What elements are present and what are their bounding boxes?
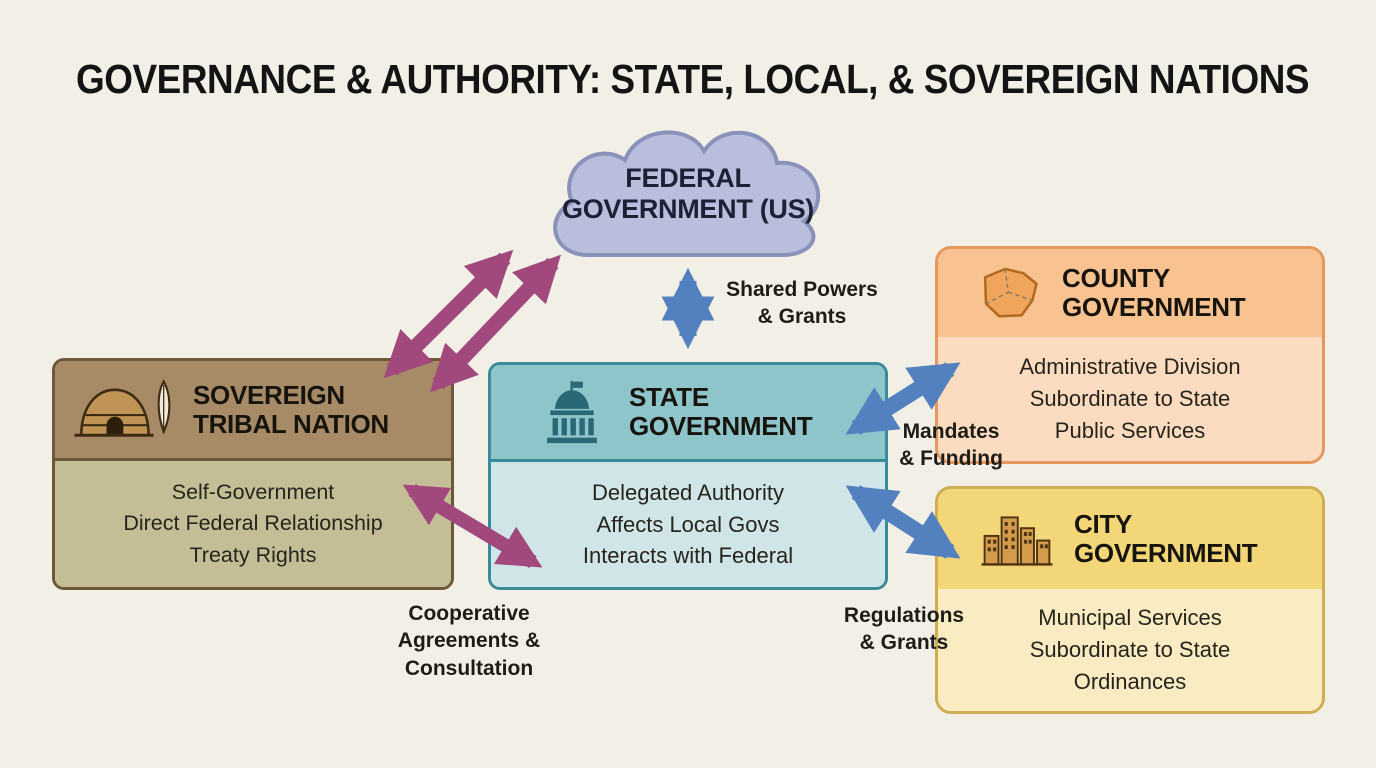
state-line: Delegated Authority [591, 479, 785, 505]
county-body: Administrative Division Subordinate to S… [938, 337, 1322, 461]
label-line: Shared Powers [726, 278, 878, 301]
label-line: & Grants [757, 305, 847, 329]
city-line: Municipal Services [1038, 605, 1222, 631]
county-line: Subordinate to State [1029, 386, 1231, 412]
county-map-icon [983, 267, 1038, 318]
label-line: & Grants [859, 631, 949, 655]
label-shared-powers: Shared Powers & Grants [712, 276, 892, 331]
label-line: & Funding [899, 447, 1003, 471]
label-line: Agreements & [397, 629, 541, 653]
city-header: CITY GOVERNMENT [938, 489, 1322, 589]
tribal-body: Self-Government Direct Federal Relations… [55, 461, 451, 587]
tribal-line: Direct Federal Relationship [123, 511, 383, 536]
label-regulations-grants: Regulations & Grants [840, 602, 968, 657]
node-city-government: CITY GOVERNMENT Municipal Services Subor… [935, 486, 1325, 714]
state-header: STATE GOVERNMENT [491, 365, 885, 462]
node-state-government: STATE GOVERNMENT Delegated Authority Aff… [488, 362, 888, 590]
hut-feather-icon [74, 378, 171, 437]
state-body: Delegated Authority Affects Local Govs I… [491, 462, 885, 587]
city-title: CITY GOVERNMENT [1074, 509, 1258, 568]
cloud-icon [553, 130, 821, 257]
city-line: Ordinances [1073, 668, 1187, 694]
state-line: Affects Local Govs [596, 511, 780, 537]
node-federal-government: FEDERAL GOVERNMENT (US) [540, 115, 836, 267]
label-cooperative-agreements: Cooperative Agreements & Consultation [388, 600, 550, 682]
tribal-header: SOVEREIGN TRIBAL NATION [55, 361, 451, 461]
city-body: Municipal Services Subordinate to State … [938, 589, 1322, 711]
state-title: STATE GOVERNMENT [629, 382, 813, 441]
federal-title: FEDERAL GOVERNMENT (US) [562, 163, 815, 225]
county-header: COUNTY GOVERNMENT [938, 249, 1322, 337]
tribal-line: Self-Government [171, 480, 335, 505]
city-skyline-icon [981, 516, 1053, 566]
capitol-icon [547, 380, 597, 444]
county-line: Administrative Division [1019, 354, 1241, 380]
label-line: Mandates [902, 420, 1000, 443]
label-line: Consultation [404, 656, 534, 680]
county-title: COUNTY GOVERNMENT [1062, 263, 1246, 322]
node-county-government: COUNTY GOVERNMENT Administrative Divisio… [935, 246, 1325, 464]
county-line: Public Services [1054, 417, 1206, 443]
page-title: GOVERNANCE & AUTHORITY: STATE, LOCAL, & … [76, 56, 1310, 102]
tribal-title: SOVEREIGN TRIBAL NATION [193, 379, 389, 439]
node-tribal-nation: SOVEREIGN TRIBAL NATION Self-Government … [52, 358, 454, 590]
state-line: Interacts with Federal [582, 543, 794, 569]
label-line: Regulations [843, 604, 965, 627]
city-line: Subordinate to State [1029, 637, 1231, 663]
label-mandates-funding: Mandates & Funding [886, 418, 1016, 473]
federal-tribal-arrow-1 [383, 249, 514, 379]
tribal-line: Treaty Rights [189, 542, 317, 567]
label-line: Cooperative [408, 602, 530, 625]
